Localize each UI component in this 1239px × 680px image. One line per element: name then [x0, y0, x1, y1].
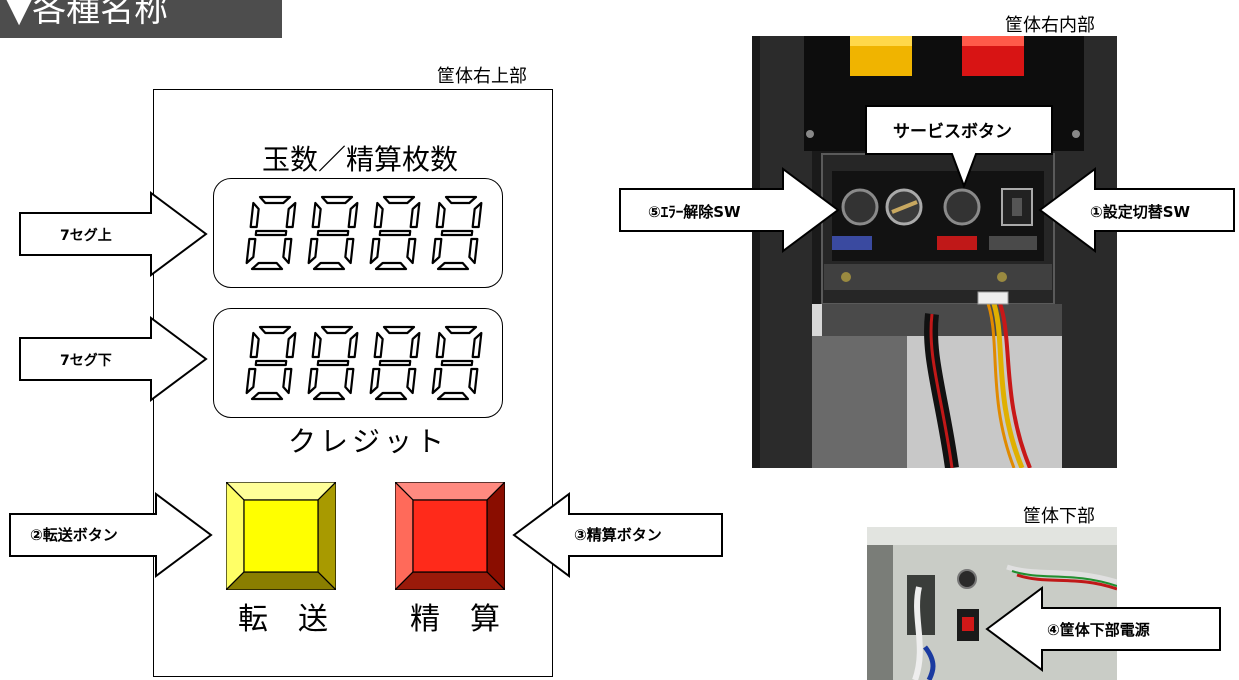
seven-seg-segment: [250, 261, 284, 271]
seven-seg-segment: [316, 229, 350, 237]
seven-seg-segment: [374, 391, 408, 401]
section-title: ▼各種名称: [6, 0, 169, 30]
seven-seg-segment: [258, 195, 292, 205]
seven-seg-segment: [311, 201, 322, 229]
seven-seg-segment: [282, 237, 293, 265]
callout-power: ④筐体下部電源: [1047, 621, 1150, 639]
seven-seg-segment: [316, 359, 350, 367]
seven-seg-segment: [369, 367, 381, 395]
seven-seg-segment: [258, 325, 292, 335]
transfer-button[interactable]: [226, 482, 336, 590]
display-bottom-label: クレジット: [288, 425, 449, 458]
seven-seg-segment: [282, 367, 293, 395]
section-header: ▼各種名称: [0, 0, 282, 38]
seven-seg-segment: [378, 359, 412, 367]
seven-seg-segment: [436, 261, 470, 271]
seven-seg-segment: [444, 195, 478, 205]
seven-seg-segment: [440, 359, 474, 367]
seven-seg-segment: [312, 261, 346, 271]
seven-seg-segment: [431, 367, 443, 395]
callout-transfer: ②転送ボタン: [30, 526, 118, 544]
panel-caption: 筐体右上部: [437, 66, 527, 87]
arrow-right-icon: [19, 316, 208, 402]
seven-seg-segment: [378, 229, 412, 237]
seven-seg-segment: [373, 201, 384, 229]
seven-seg-segment: [312, 391, 346, 401]
seven-seg-segment: [409, 201, 421, 229]
seven-seg-segment: [382, 195, 416, 205]
seven-seg-digits-bottom: [245, 325, 483, 401]
seven-seg-segment: [249, 201, 260, 229]
seven-seg-segment: [468, 367, 479, 395]
seven-seg-segment: [440, 229, 474, 237]
callout-seg-top: 7セグ上: [60, 228, 112, 244]
callout-settle: ③精算ボタン: [574, 526, 662, 544]
arrow-left-icon: [985, 586, 1221, 672]
seven-seg-segment: [382, 325, 416, 335]
settle-button[interactable]: [395, 482, 505, 590]
seven-seg-segment: [344, 237, 355, 265]
arrow-right-icon: [19, 191, 208, 277]
seven-seg-segment: [245, 367, 257, 395]
seven-seg-segment: [471, 331, 483, 359]
seven-seg-segment: [320, 325, 354, 335]
display-top-label: 玉数／精算枚数: [262, 143, 459, 176]
seven-seg-segment: [373, 331, 384, 359]
seven-seg-segment: [431, 237, 443, 265]
seven-seg-display-bottom: [213, 308, 503, 418]
seven-seg-segment: [285, 201, 297, 229]
arrow-right-icon: [9, 492, 213, 578]
seven-seg-segment: [254, 229, 288, 237]
seven-seg-segment: [245, 237, 257, 265]
transfer-button-label: 転 送: [238, 602, 328, 637]
seven-seg-segment: [468, 237, 479, 265]
seven-seg-segment: [374, 261, 408, 271]
seven-seg-display-top: [213, 178, 503, 288]
photo-lower-caption: 筐体下部: [1023, 506, 1095, 527]
callout-box-down-icon: [865, 105, 1053, 188]
callout-seg-bottom: 7セグ下: [60, 353, 112, 369]
callout-service-button: サービスボタン: [893, 122, 1012, 142]
seven-seg-segment: [409, 331, 421, 359]
seven-seg-segment: [369, 237, 381, 265]
arrow-left-icon: [512, 492, 723, 578]
seven-seg-segment: [406, 237, 417, 265]
seven-seg-segment: [471, 201, 483, 229]
arrow-left-icon: [1038, 167, 1235, 253]
cabinet-lower-photo: [867, 527, 1117, 680]
seven-seg-segment: [307, 367, 319, 395]
seven-seg-segment: [320, 195, 354, 205]
settle-button-label: 精 算: [410, 602, 500, 637]
seven-seg-segment: [444, 325, 478, 335]
seven-seg-segment: [406, 367, 417, 395]
seven-seg-digits-top: [245, 195, 483, 271]
seven-seg-segment: [254, 359, 288, 367]
seven-seg-segment: [435, 201, 446, 229]
seven-seg-segment: [435, 331, 446, 359]
seven-seg-segment: [347, 331, 359, 359]
seven-seg-segment: [347, 201, 359, 229]
seven-seg-segment: [307, 237, 319, 265]
arrow-right-icon: [619, 167, 840, 253]
callout-setting-switch: ①設定切替SW: [1090, 203, 1191, 221]
seven-seg-segment: [249, 331, 260, 359]
seven-seg-segment: [311, 331, 322, 359]
seven-seg-segment: [285, 331, 297, 359]
seven-seg-segment: [250, 391, 284, 401]
seven-seg-segment: [436, 391, 470, 401]
callout-error-release: ⑤ｴﾗｰ解除SW: [648, 203, 741, 221]
photo-inner-caption: 筐体右内部: [1005, 15, 1095, 36]
seven-seg-segment: [344, 367, 355, 395]
